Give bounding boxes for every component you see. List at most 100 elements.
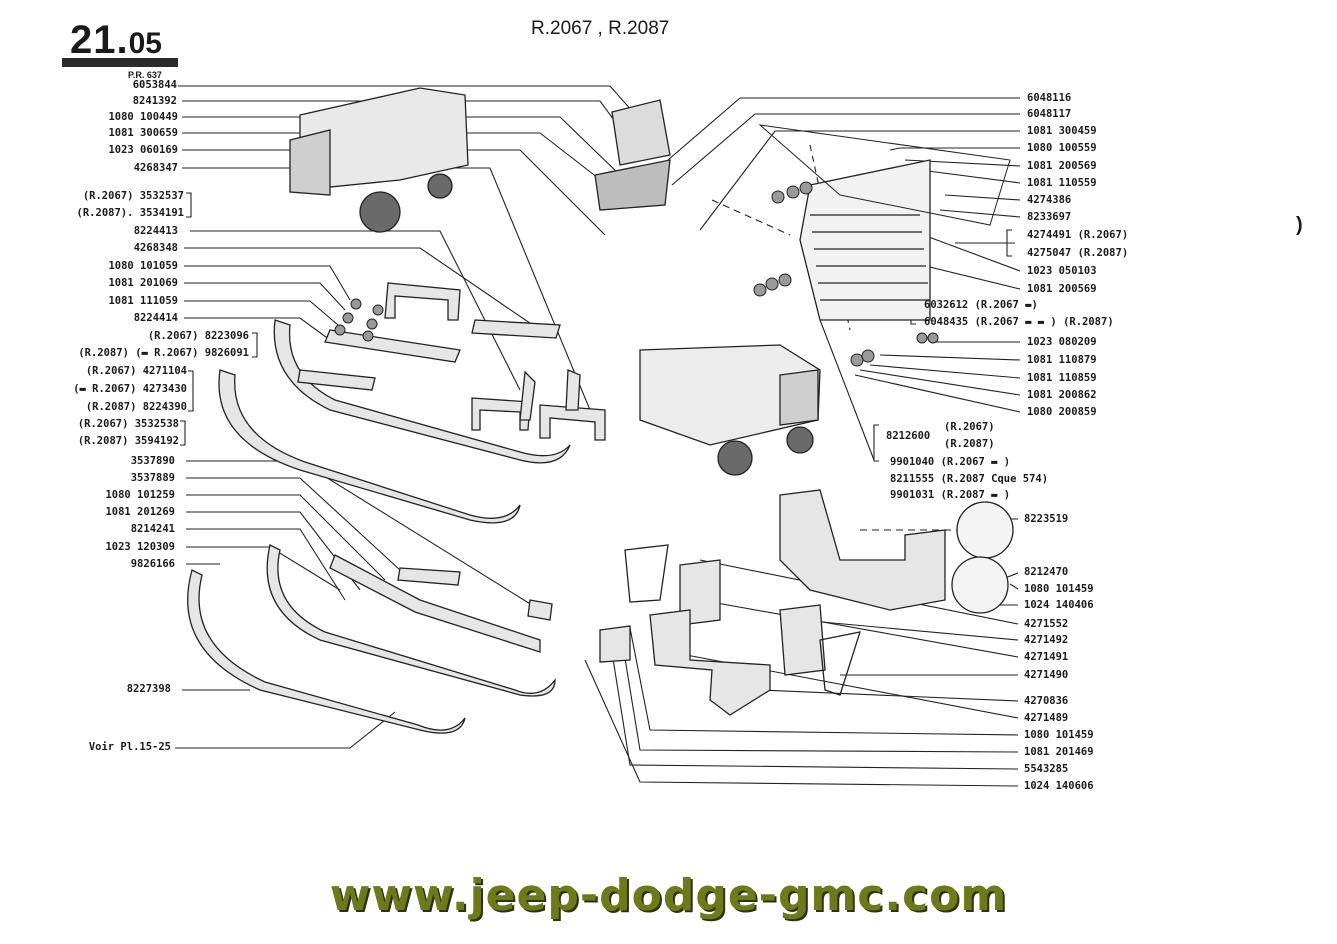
leader-line: [184, 265, 351, 301]
part-label: 1023 060169: [108, 144, 178, 156]
plate-number-main: 21: [70, 18, 117, 62]
bracket: [188, 370, 194, 412]
website-url: www.jeep-dodge-gmc.com: [329, 870, 1008, 921]
leader-line: [869, 364, 1021, 379]
bracket: [252, 332, 258, 358]
part-label: 1081 300659: [108, 127, 178, 139]
part-label: 4271491: [1024, 651, 1069, 663]
part-label: 4271489: [1024, 712, 1069, 724]
part-label: 8211555 (R.2087 Cque 574): [890, 473, 1049, 485]
part-label: 5543285: [1024, 763, 1069, 775]
part-label: 1080 101459: [1024, 729, 1094, 741]
part-label: 8224414: [133, 312, 178, 324]
truck-rear-view: [639, 344, 821, 476]
leader-line: [819, 319, 875, 461]
leader-line: [944, 194, 1021, 201]
front-bumper-upper: [218, 282, 606, 524]
bracket: [186, 192, 192, 218]
part-label: 1080 200859: [1027, 406, 1097, 418]
part-label: 1081 201469: [1024, 746, 1094, 758]
part-label: 1024 140406: [1024, 599, 1094, 611]
part-label: (▬ R.2067) 4273430: [73, 383, 187, 395]
leader-line: [889, 147, 1020, 151]
leader-line: [584, 659, 1019, 787]
leader-line: [184, 317, 331, 341]
part-label: (R.2067) 3532538: [77, 418, 179, 430]
leader-line: [799, 619, 1019, 641]
part-label: 4271490: [1024, 669, 1069, 681]
part-label: 8224413: [133, 225, 178, 237]
part-label: 3537890: [130, 455, 175, 467]
part-label: 1081 110559: [1027, 177, 1097, 189]
leader-line: [619, 627, 1019, 753]
part-label: 1081 200569: [1027, 160, 1097, 172]
part-label: (R.2087). 3534191: [76, 207, 184, 219]
kit-variant: (R.2067): [944, 421, 995, 433]
part-label: 4270836: [1024, 695, 1069, 707]
part-label: 4274491 (R.2067): [1027, 229, 1129, 241]
bracket: [180, 420, 186, 446]
radiator-grille: [594, 99, 1011, 321]
leader-line: [186, 477, 401, 571]
part-label: 8212470: [1024, 566, 1069, 578]
part-label: (R.2067) 4271104: [85, 365, 187, 377]
leader-line: [175, 711, 396, 749]
bracket: [1006, 229, 1012, 257]
part-label: 8241392: [132, 95, 177, 107]
part-label: 1024 140606: [1024, 780, 1094, 792]
front-bumper-lower: [187, 544, 556, 734]
part-label: 1081 110859: [1027, 372, 1097, 384]
part-label: (R.2087) 3594192: [77, 435, 179, 447]
part-label: 1081 201269: [105, 506, 175, 518]
leader-line: [186, 528, 346, 601]
part-label: 6048116: [1027, 92, 1072, 104]
part-label: 1080 100559: [1027, 142, 1097, 154]
fastener-group: [334, 181, 939, 367]
part-label: 1081 201069: [108, 277, 178, 289]
part-label: 1080 101059: [108, 260, 178, 272]
part-label: 9901040 (R.2067 ▬ ): [890, 456, 1011, 468]
part-label: 6048117: [1027, 108, 1072, 120]
part-label: 1080 100449: [108, 111, 178, 123]
part-label: 1080 101259: [105, 489, 175, 501]
leader-line: [667, 97, 1020, 161]
part-label: 6048435 (R.2067 ▬ ▬ ) (R.2087): [924, 316, 1114, 328]
part-label: 1081 300459: [1027, 125, 1097, 137]
part-label: 1081 200862: [1027, 389, 1097, 401]
part-label: 6053844: [132, 79, 177, 91]
dashed-guide: [711, 199, 791, 236]
plate-number-sep: .: [116, 18, 129, 62]
part-label: 1081 111059: [108, 295, 178, 307]
leader-line: [186, 494, 386, 581]
part-label: 3537889: [130, 472, 175, 484]
leader-line: [184, 282, 346, 311]
leader-line: [190, 230, 521, 391]
bracket: [873, 424, 879, 462]
part-label: 4275047 (R.2087): [1027, 247, 1129, 259]
part-label: 4271492: [1024, 634, 1069, 646]
leader-line: [671, 113, 1020, 186]
model-title: R.2067 , R.2087: [531, 18, 670, 39]
kit-variant: (R.2087): [944, 438, 995, 450]
leader-line: [699, 130, 1020, 231]
part-label: 6032612 (R.2067 ▬): [924, 299, 1038, 311]
part-label: 1081 200569: [1027, 283, 1097, 295]
leader-line: [939, 209, 1021, 218]
rear-mounting-brackets: [599, 489, 946, 716]
leader-line: [184, 300, 339, 326]
part-label: 4268347: [133, 162, 178, 174]
leader-line: [859, 369, 1021, 396]
part-label: 1023 120309: [105, 541, 175, 553]
leader-line: [609, 639, 1019, 770]
part-label: (R.2067) 8223096: [147, 330, 249, 342]
leader-line: [879, 354, 1021, 361]
leader-line: [1009, 583, 1019, 590]
part-label: 9826166: [130, 558, 175, 570]
part-label: 4274386: [1027, 194, 1072, 206]
part-label: 9901031 (R.2087 ▬ ): [890, 489, 1011, 501]
plate-number-sub: 05: [128, 27, 162, 60]
part-label: (R.2067) 3532537: [82, 190, 184, 202]
part-label: (R.2087) 8224390: [85, 401, 187, 413]
part-label: 8223519: [1024, 513, 1069, 525]
